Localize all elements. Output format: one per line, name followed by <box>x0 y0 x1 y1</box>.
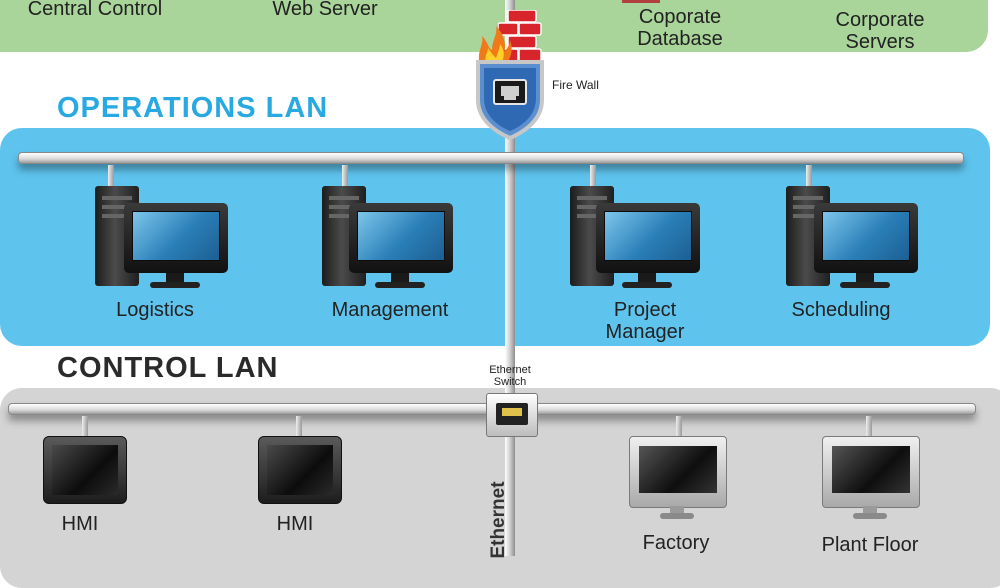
monitor-icon <box>124 203 228 273</box>
hmi-terminal-icon <box>258 436 342 504</box>
project-manager-label: Project Manager <box>605 299 685 343</box>
flame-icon <box>476 26 512 64</box>
operations-lan-title: OPERATIONS LAN <box>57 92 329 124</box>
corporate-servers-label: Corporate Servers <box>835 9 925 53</box>
monitor-icon <box>814 203 918 273</box>
corporate-database-label: Coporate Database <box>637 6 723 50</box>
management-label: Management <box>331 299 449 321</box>
monitor-icon <box>596 203 700 273</box>
web-server-label: Web Server <box>272 0 378 20</box>
firewall-label: Fire Wall <box>552 78 599 92</box>
logistics-label: Logistics <box>116 299 194 321</box>
ethernet-switch-icon <box>486 393 538 437</box>
hmi-label: HMI <box>61 513 99 535</box>
firewall-shield-icon <box>474 58 546 141</box>
ethernet-cable-label: Ethernet <box>488 481 509 559</box>
monitor-icon <box>822 436 920 508</box>
plant-floor-label: Plant Floor <box>821 534 919 556</box>
hmi-label: HMI <box>276 513 314 535</box>
operations-lan-bus <box>18 152 964 164</box>
backbone-cable <box>505 0 515 556</box>
hmi-terminal-icon <box>43 436 127 504</box>
factory-label: Factory <box>642 532 710 554</box>
monitor-icon <box>629 436 727 508</box>
scheduling-label: Scheduling <box>791 299 891 321</box>
ethernet-switch-label: Ethernet Switch <box>489 364 531 388</box>
central-control-label: Central Control <box>27 0 163 20</box>
control-lan-title: CONTROL LAN <box>57 352 279 384</box>
monitor-icon <box>349 203 453 273</box>
database-device-edge <box>622 0 660 3</box>
